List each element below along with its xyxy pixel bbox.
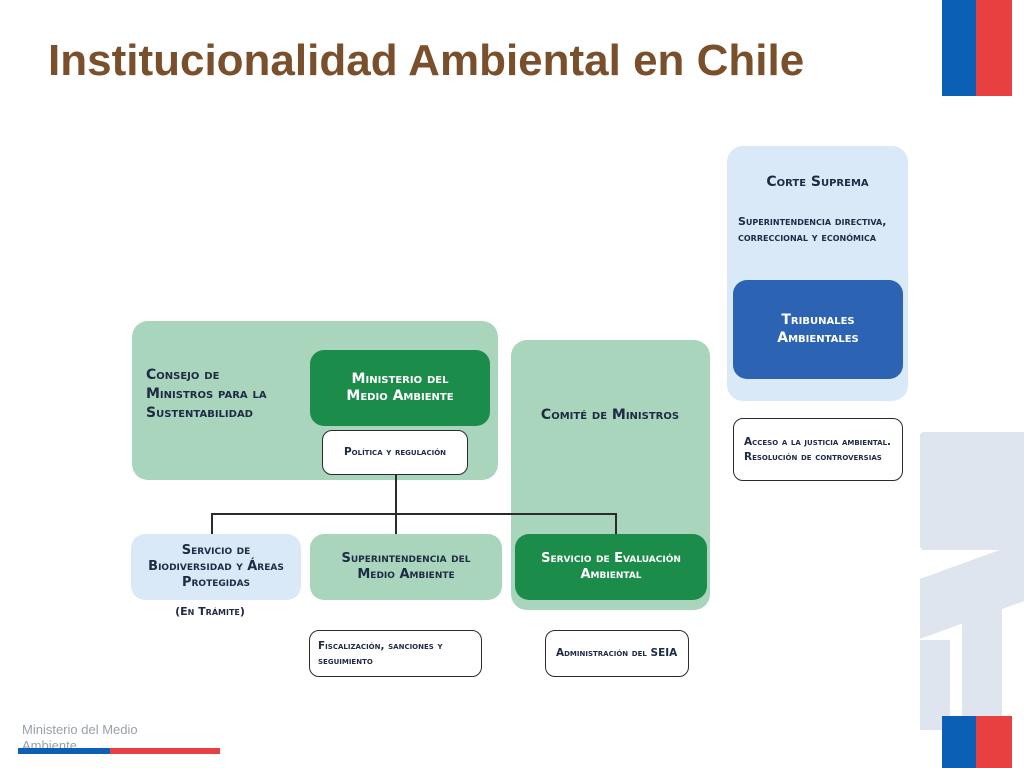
fiscalizacion-box: Fiscalización, sanciones y seguimiento	[309, 630, 482, 677]
politica-box: Política y regulación	[322, 430, 468, 475]
connector-line	[395, 513, 397, 535]
connector-line	[211, 513, 213, 535]
administracion-box: Administración del SEIA	[545, 630, 689, 677]
decorative-shape	[962, 600, 1002, 730]
slide-title: Institucionalidad Ambiental en Chile	[48, 36, 805, 85]
superintendencia-cs-label: Superintendencia directiva, correccional…	[738, 215, 887, 244]
corte-suprema-label: Corte Suprema	[766, 174, 869, 191]
superintendencia-ma-box: Superintendencia del Medio Ambiente	[310, 534, 502, 600]
connector-line	[211, 513, 617, 515]
tribunales-box: Tribunales Ambientales	[733, 280, 903, 379]
fiscalizacion-label: Fiscalización, sanciones y seguimiento	[318, 639, 443, 667]
servicio-evaluacion-label: Servicio de Evaluación Ambiental	[541, 550, 681, 582]
tribunales-label: Tribunales Ambientales	[777, 312, 859, 346]
ministerio-label: Ministerio del Medio Ambiente	[346, 370, 454, 405]
connector-line	[395, 475, 397, 513]
consejo-label: Consejo de Ministros para la Sustentabil…	[146, 367, 267, 421]
flag-red-stripe	[976, 0, 1012, 96]
comite-label: Comité de Ministros	[540, 407, 680, 424]
footer-bar-red	[110, 748, 220, 754]
decorative-shape	[920, 432, 1024, 550]
superintendencia-ma-label: Superintendencia del Medio Ambiente	[341, 550, 471, 582]
footer-bar-blue	[18, 748, 110, 754]
politica-label: Política y regulación	[343, 445, 447, 458]
decorative-shape	[920, 640, 950, 730]
flag-blue-stripe	[942, 716, 976, 768]
servicio-biodiversidad-label: Servicio de Biodiversidad y Áreas Proteg…	[148, 542, 284, 591]
flag-blue-stripe	[942, 0, 976, 96]
en-tramite-label: (En Trámite)	[175, 605, 245, 619]
administracion-label: Administración del SEIA	[556, 647, 678, 659]
servicio-evaluacion-box: Servicio de Evaluación Ambiental	[515, 534, 707, 600]
servicio-biodiversidad-box: Servicio de Biodiversidad y Áreas Proteg…	[131, 534, 301, 600]
acceso-justicia-label: Acceso a la justicia ambiental. Resoluci…	[744, 435, 892, 463]
acceso-justicia-box: Acceso a la justicia ambiental. Resoluci…	[733, 418, 903, 481]
ministerio-box: Ministerio del Medio Ambiente	[310, 350, 490, 426]
connector-line	[615, 513, 617, 535]
flag-red-stripe	[976, 716, 1012, 768]
